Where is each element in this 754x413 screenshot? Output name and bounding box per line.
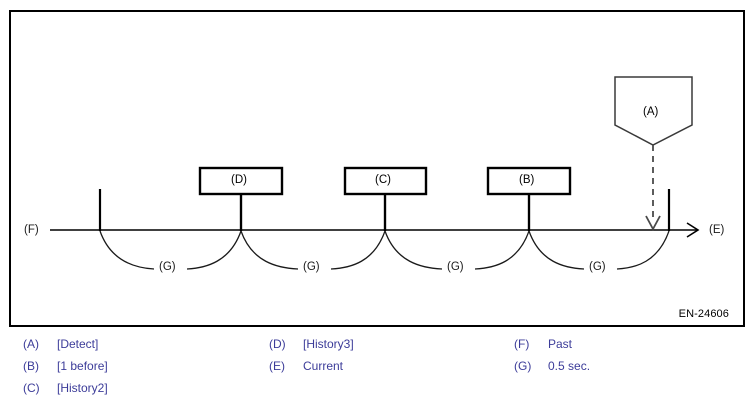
interval-label-4: (G): [589, 261, 606, 273]
legend-key: (F): [514, 337, 530, 351]
legend-item: (D) [History3]: [269, 337, 354, 359]
legend-value: [Detect]: [57, 337, 99, 351]
event-box-label-history2: (C): [375, 174, 391, 186]
event-box-stems: [239, 194, 531, 231]
figure-code: EN-24606: [678, 308, 729, 320]
legend-value: Past: [548, 337, 573, 351]
legend: (A) [Detect] (B) [1 before] (C) [History…: [9, 337, 745, 407]
legend-item: (A) [Detect]: [23, 337, 108, 359]
interval-label-2: (G): [303, 261, 320, 273]
diagram-frame: (F) (E) (A) (D) (C) (B) (G) (G) (G) (G) …: [9, 10, 745, 327]
legend-key: (A): [23, 337, 39, 351]
axis-label-past: (F): [24, 224, 39, 236]
legend-item: (C) [History2]: [23, 381, 108, 403]
legend-key: (C): [23, 381, 40, 395]
event-box-label-1before: (B): [519, 174, 535, 186]
legend-column-3: (F) Past (G) 0.5 sec.: [514, 337, 590, 381]
legend-column-1: (A) [Detect] (B) [1 before] (C) [History…: [23, 337, 108, 403]
legend-value: Current: [303, 359, 344, 373]
legend-item: (B) [1 before]: [23, 359, 108, 381]
legend-value: 0.5 sec.: [548, 359, 591, 373]
legend-column-2: (D) [History3] (E) Current: [269, 337, 354, 381]
legend-item: (G) 0.5 sec.: [514, 359, 590, 381]
legend-key: (E): [269, 359, 285, 373]
interval-label-1: (G): [159, 261, 176, 273]
event-box-outlines: [198, 166, 572, 196]
legend-key: (G): [514, 359, 532, 373]
timeline-diagram: [50, 76, 700, 270]
legend-value: [History2]: [57, 381, 108, 395]
legend-item: (E) Current: [269, 359, 354, 381]
time-axis: [50, 222, 700, 238]
interval-arcs: [99, 230, 670, 270]
event-box-label-history3: (D): [231, 174, 247, 186]
legend-value: [History3]: [303, 337, 354, 351]
detect-callout-shape: [614, 76, 693, 146]
legend-item: (F) Past: [514, 337, 590, 359]
legend-key: (D): [269, 337, 286, 351]
axis-label-current: (E): [709, 224, 725, 236]
interval-label-3: (G): [447, 261, 464, 273]
legend-value: [1 before]: [57, 359, 108, 373]
detect-arrow: [645, 145, 661, 231]
legend-key: (B): [23, 359, 39, 373]
callout-label-detect: (A): [643, 106, 659, 118]
